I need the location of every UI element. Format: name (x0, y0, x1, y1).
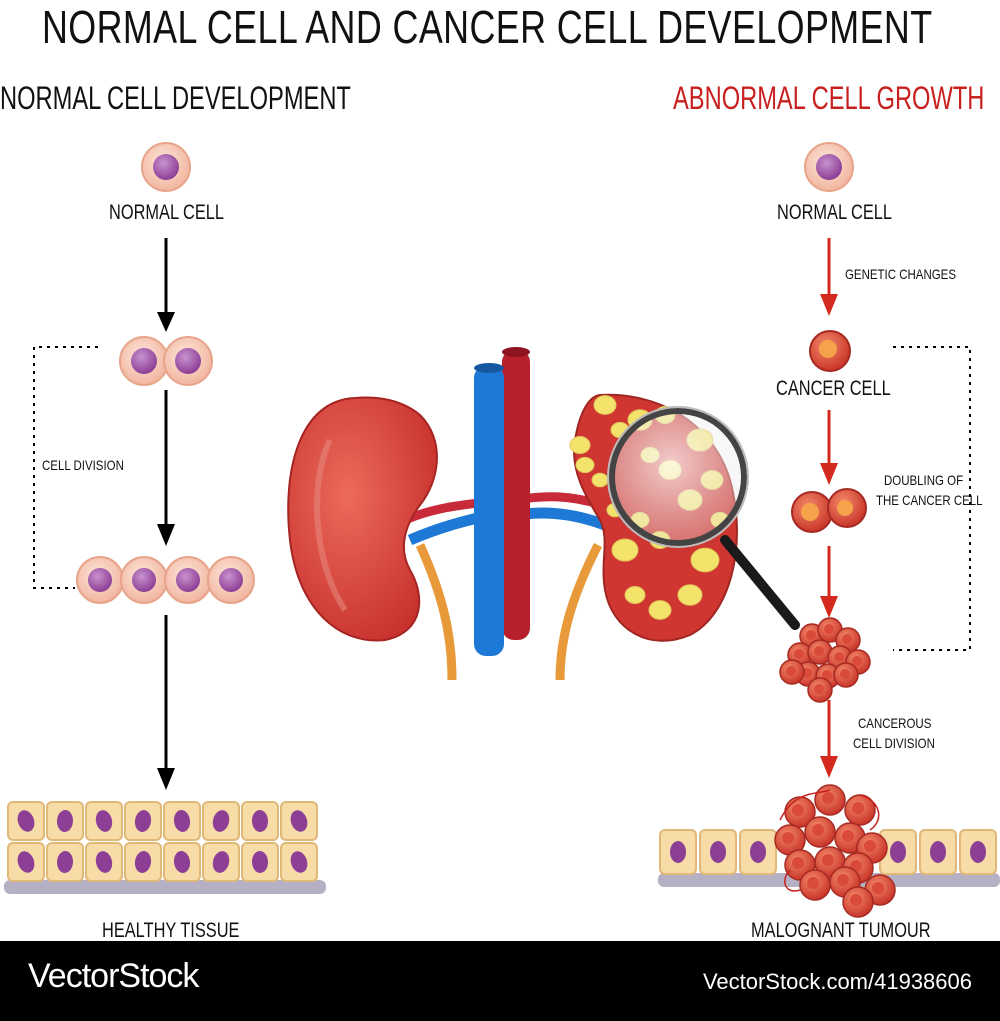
genetic-changes-label: GENETIC CHANGES (845, 266, 956, 282)
page-title: NORMAL CELL AND CANCER CELL DEVELOPMENT (42, 1, 933, 53)
malignant-tumour-illustration (658, 784, 1000, 918)
kidney-illustration (287, 347, 800, 681)
black-arrow-3 (157, 615, 175, 790)
black-arrow-1 (157, 238, 175, 332)
vectorstock-logo: VectorStock (28, 957, 199, 995)
diagram-illustration (4, 142, 1000, 918)
cancer-cell-label: CANCER CELL (776, 377, 891, 400)
doubling-label-line1: DOUBLING OF (884, 472, 964, 488)
cell-division-label: CELL DIVISION (42, 457, 124, 473)
normal-cell-quad (76, 556, 255, 604)
red-arrow-4 (820, 700, 838, 778)
red-arrow-3 (820, 546, 838, 618)
abnormal-growth-heading: ABNORMAL CELL GROWTH (673, 80, 985, 116)
right-normal-cell-label: NORMAL CELL (777, 201, 893, 224)
malignant-tumour-label: MALOGNANT TUMOUR (751, 919, 931, 942)
healthy-tissue-illustration (4, 801, 326, 894)
cancerous-label-line2: CELL DIVISION (853, 735, 935, 751)
cancer-cell-single (809, 330, 851, 372)
healthy-tissue-label: HEALTHY TISSUE (102, 919, 240, 942)
cell-division-bracket (33, 346, 98, 589)
doubling-bracket (893, 346, 971, 651)
normal-cell-single (141, 142, 191, 192)
abnormal-normal-cell (804, 142, 854, 192)
normal-cell-pair (119, 336, 213, 386)
red-arrow-1 (820, 238, 838, 316)
doubling-label-line2: THE CANCER CELL (876, 492, 983, 508)
vectorstock-url: VectorStock.com/41938606 (702, 969, 972, 994)
normal-development-heading: NORMAL CELL DEVELOPMENT (0, 80, 351, 116)
left-normal-cell-label: NORMAL CELL (109, 201, 225, 224)
cancerous-label-line1: CANCEROUS (858, 715, 932, 731)
red-arrow-2 (820, 410, 838, 485)
cancer-cell-cluster (779, 617, 871, 703)
cancer-cell-pair (791, 488, 867, 533)
black-arrow-2 (157, 390, 175, 546)
footer-bar: VectorStock VectorStock.com/41938606 (0, 941, 1000, 1021)
